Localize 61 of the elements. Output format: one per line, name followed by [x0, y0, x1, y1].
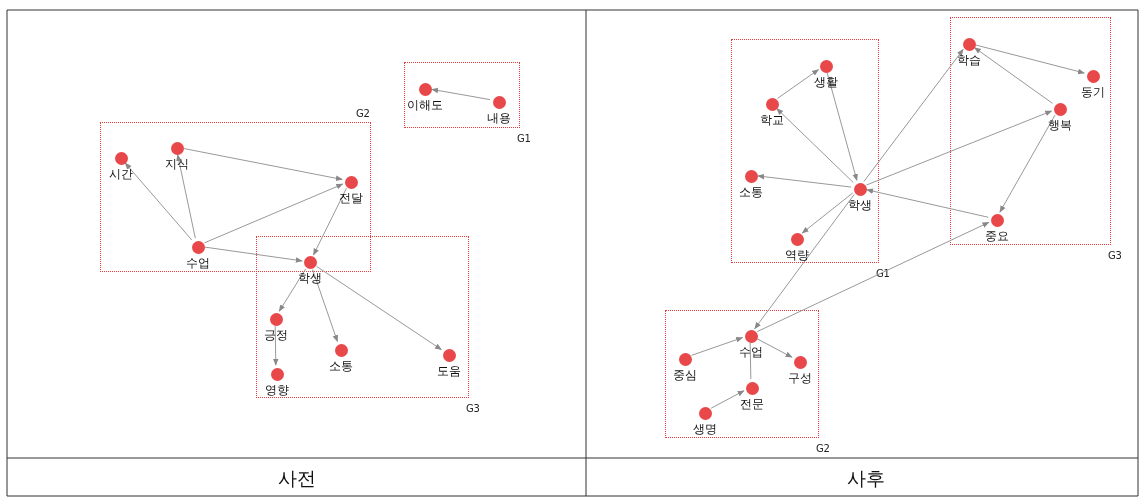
- arrow: [203, 183, 344, 244]
- node-label: 소통: [329, 358, 353, 373]
- arrow: [776, 108, 854, 183]
- arrow: [754, 193, 855, 330]
- node-label: 도움: [437, 363, 461, 378]
- arrow: [278, 268, 307, 312]
- group-label: G1: [875, 268, 890, 279]
- arrow: [826, 72, 858, 181]
- node-label: 학교: [760, 112, 784, 127]
- node-label: 동기: [1081, 84, 1105, 99]
- node-label: 중요: [985, 228, 1009, 243]
- group-label: G3: [465, 403, 480, 414]
- arrow: [999, 114, 1056, 213]
- arrow: [124, 162, 193, 241]
- node-label: 학생: [298, 270, 322, 285]
- node-label: 영향: [265, 382, 289, 397]
- connector-line: [749, 342, 752, 380]
- node-label: 역량: [785, 247, 809, 262]
- node-label: 중심: [673, 367, 697, 382]
- node-label: 전문: [740, 396, 764, 411]
- arrow: [777, 69, 820, 99]
- arrow: [316, 265, 442, 351]
- node-label: 시간: [109, 166, 133, 181]
- node-label: 수업: [186, 255, 210, 270]
- node-label: 수업: [739, 344, 763, 359]
- group-label: G2: [355, 108, 370, 119]
- arrow: [176, 154, 196, 239]
- panel-caption: 사후: [847, 466, 885, 491]
- node-label: 학생: [848, 197, 872, 212]
- group-label: G3: [1107, 250, 1122, 261]
- arrow: [431, 87, 491, 101]
- node-label: 생명: [693, 421, 717, 436]
- node-label: 지식: [165, 156, 189, 171]
- panel-caption: 사전: [278, 466, 316, 491]
- arrow: [183, 148, 343, 181]
- node-label: 생활: [814, 74, 838, 89]
- arrow: [756, 221, 990, 333]
- group-label: G1: [516, 133, 531, 144]
- node-label: 소통: [739, 184, 763, 199]
- arrow: [756, 338, 793, 358]
- arrow: [691, 337, 744, 356]
- node-label: 전달: [339, 190, 363, 205]
- arrow: [865, 110, 1053, 186]
- arrow: [973, 47, 1053, 104]
- arrow: [204, 246, 303, 263]
- node-label: 학습: [957, 52, 981, 67]
- arrow: [863, 48, 964, 183]
- node-label: 내용: [487, 110, 511, 125]
- arrow: [272, 325, 279, 366]
- arrow: [801, 192, 854, 234]
- arrow: [312, 269, 338, 343]
- arrow: [757, 173, 852, 188]
- group-label: G2: [815, 443, 830, 454]
- arrow: [866, 188, 989, 218]
- node-label: 긍정: [264, 327, 288, 342]
- arrow: [975, 44, 1085, 75]
- node-label: 이해도: [407, 97, 443, 112]
- arrow: [313, 187, 347, 256]
- node-label: 구성: [788, 370, 812, 385]
- arrow: [710, 390, 745, 409]
- node-label: 행복: [1048, 117, 1072, 132]
